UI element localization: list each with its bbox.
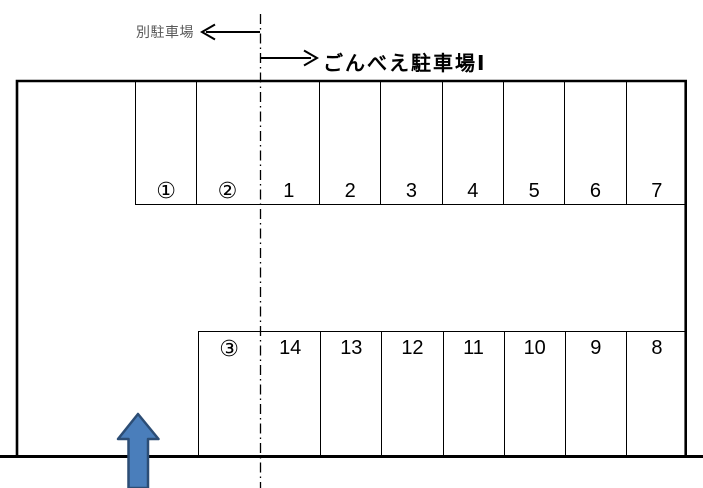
stall-label: 10: [523, 337, 546, 359]
stall-label: 1: [283, 180, 295, 202]
top-stall-row: ① ② 1 2 3 4 5 6 7: [135, 81, 687, 205]
stall-11: 11: [444, 332, 505, 456]
stall-13: 13: [321, 332, 383, 456]
left-arrow-icon: [199, 23, 260, 41]
stall-label: 7: [651, 180, 663, 202]
entrance-arrow-icon: [116, 412, 160, 488]
stall-3: 3: [381, 81, 443, 204]
stall-②: ②: [197, 81, 258, 204]
right-arrow-icon: [261, 49, 320, 67]
stall-8: 8: [627, 332, 687, 456]
stall-①: ①: [136, 81, 198, 204]
stall-label: 6: [589, 180, 602, 202]
stall-2: 2: [320, 81, 382, 204]
stall-label: 2: [344, 180, 356, 202]
stall-label: ③: [219, 336, 239, 361]
stall-label: 3: [405, 180, 418, 202]
stall-③: ③: [199, 332, 260, 456]
stall-4: 4: [443, 81, 504, 204]
lot-title: ごんべえ駐車場Ⅰ: [323, 53, 487, 75]
stall-14: 14: [260, 332, 322, 456]
stall-label: 4: [467, 180, 479, 202]
stall-6: 6: [565, 81, 627, 204]
stall-label: 8: [651, 337, 663, 359]
stall-label: ②: [217, 178, 238, 203]
stall-10: 10: [505, 332, 566, 456]
other-lot-label: 別駐車場: [136, 24, 194, 40]
stall-label: 12: [401, 337, 424, 359]
stall-1: 1: [259, 81, 320, 204]
bottom-stall-row: ③ 14 13 12 11 10 9 8: [198, 331, 687, 456]
stall-label: 11: [463, 337, 484, 359]
stall-9: 9: [566, 332, 627, 456]
stall-label: 5: [528, 180, 540, 202]
stall-7: 7: [627, 81, 687, 204]
stall-label: 9: [590, 337, 602, 359]
stall-5: 5: [504, 81, 566, 204]
stall-label: 13: [340, 337, 363, 359]
stall-label: ①: [156, 178, 177, 203]
stall-12: 12: [382, 332, 444, 456]
stall-label: 14: [279, 337, 302, 359]
